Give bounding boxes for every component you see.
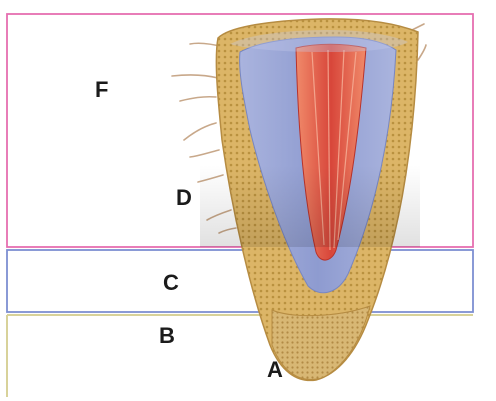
zone-c-frame [7,250,473,312]
label-f: F [95,77,108,102]
root-cap [272,306,370,380]
label-d: D [176,185,192,210]
label-b: B [159,323,175,348]
label-c: C [163,270,179,295]
lower-shade [200,165,420,247]
label-a: A [267,357,283,382]
